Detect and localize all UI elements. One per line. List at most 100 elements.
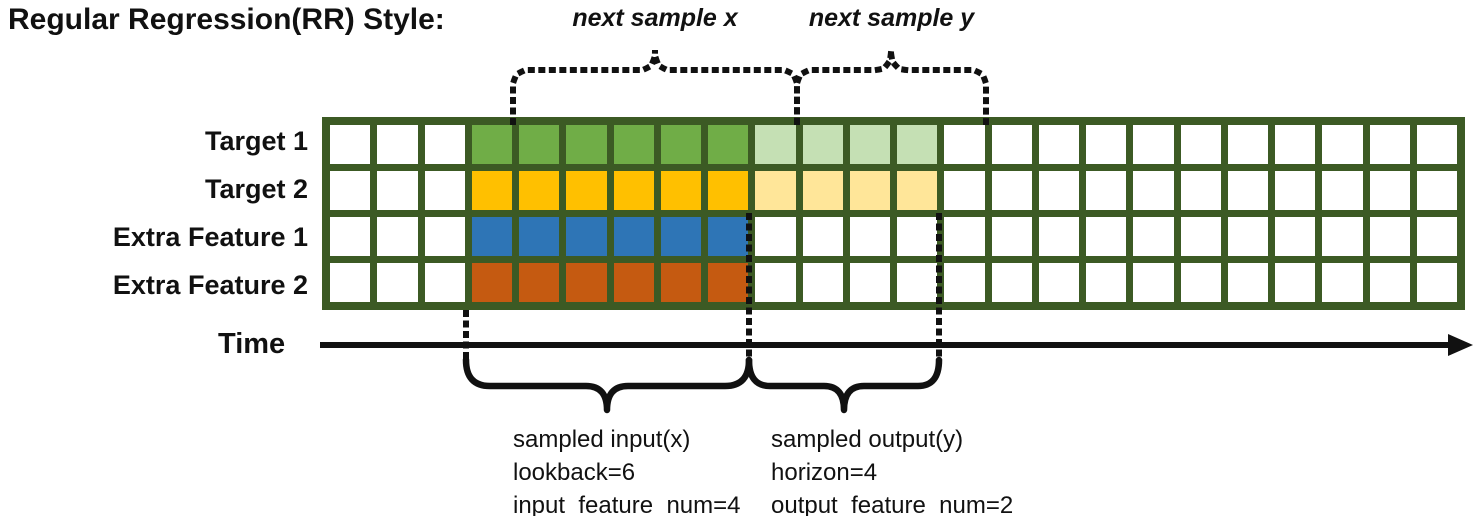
grid-cell bbox=[377, 217, 418, 256]
grid-cell bbox=[519, 217, 560, 256]
grid-cell bbox=[330, 263, 371, 302]
sampled-output-title: sampled output(y) bbox=[771, 426, 964, 453]
grid-cell bbox=[1227, 263, 1268, 302]
grid-cell bbox=[1416, 263, 1457, 302]
lookback-value: lookback=6 bbox=[513, 459, 636, 486]
grid-cell bbox=[1322, 263, 1363, 302]
next-sample-y-label: next sample y bbox=[808, 4, 975, 32]
grid-cell bbox=[566, 217, 607, 256]
grid-cell bbox=[1180, 217, 1221, 256]
grid-cell bbox=[755, 171, 796, 210]
grid-cell bbox=[802, 125, 843, 164]
grid-cell bbox=[424, 263, 465, 302]
sampled-input-brace bbox=[462, 356, 753, 414]
row-label-extra-feature-1: Extra Feature 1 bbox=[112, 222, 308, 253]
grid-cell bbox=[897, 217, 938, 256]
output-feature-num: output_feature_num=2 bbox=[771, 492, 1014, 516]
grid-cell bbox=[519, 263, 560, 302]
horizon-value: horizon=4 bbox=[771, 459, 878, 486]
grid-cell bbox=[330, 125, 371, 164]
grid-cell bbox=[944, 263, 985, 302]
grid-cell bbox=[377, 263, 418, 302]
sampled-input-title: sampled input(x) bbox=[513, 426, 691, 453]
grid-cell bbox=[1180, 263, 1221, 302]
grid-cell bbox=[1369, 125, 1410, 164]
grid-cell bbox=[1322, 217, 1363, 256]
grid-cell bbox=[1416, 171, 1457, 210]
grid-cell bbox=[849, 125, 890, 164]
grid-cell bbox=[1416, 217, 1457, 256]
grid-cell bbox=[755, 125, 796, 164]
grid-cell bbox=[377, 171, 418, 210]
sampled-input-annotation: sampled input(x) lookback=6 input_featur… bbox=[513, 423, 741, 516]
row-label-extra-feature-2: Extra Feature 2 bbox=[112, 270, 308, 301]
grid-cell bbox=[1322, 125, 1363, 164]
row-label-target-2: Target 2 bbox=[204, 173, 308, 204]
grid-cell bbox=[471, 125, 512, 164]
next-sample-y-brace bbox=[794, 49, 989, 125]
grid-cell bbox=[1038, 125, 1079, 164]
grid-cell bbox=[1086, 217, 1127, 256]
grid-cell bbox=[566, 263, 607, 302]
grid-cell bbox=[1275, 217, 1316, 256]
grid-cell bbox=[519, 125, 560, 164]
sampled-output-annotation: sampled output(y) horizon=4 output_featu… bbox=[771, 423, 1013, 516]
grid-cell bbox=[897, 263, 938, 302]
next-sample-x-brace bbox=[510, 49, 800, 125]
grid-cell bbox=[660, 171, 701, 210]
grid-cell bbox=[471, 217, 512, 256]
page-title: Regular Regression(RR) Style: bbox=[8, 3, 445, 36]
grid-cell bbox=[377, 125, 418, 164]
grid-cell bbox=[944, 217, 985, 256]
grid-cell bbox=[471, 171, 512, 210]
grid-cell bbox=[1227, 171, 1268, 210]
grid-cell bbox=[991, 217, 1032, 256]
grid-cell bbox=[991, 125, 1032, 164]
grid-cell bbox=[755, 263, 796, 302]
grid-cell bbox=[613, 125, 654, 164]
grid-cell bbox=[1133, 125, 1174, 164]
grid-cell bbox=[897, 125, 938, 164]
grid-cell bbox=[708, 263, 749, 302]
grid-cell bbox=[1227, 125, 1268, 164]
sample-grid bbox=[322, 117, 1465, 310]
grid-cell bbox=[1180, 171, 1221, 210]
next-sample-x-label: next sample x bbox=[572, 4, 738, 32]
grid-cell bbox=[424, 171, 465, 210]
grid-cell bbox=[991, 263, 1032, 302]
grid-cell bbox=[802, 263, 843, 302]
grid-cell bbox=[1086, 263, 1127, 302]
grid-cell bbox=[1133, 171, 1174, 210]
time-axis-label: Time bbox=[218, 328, 286, 360]
grid-cell bbox=[613, 171, 654, 210]
grid-cell bbox=[471, 263, 512, 302]
grid-cell bbox=[1369, 263, 1410, 302]
grid-cell bbox=[849, 263, 890, 302]
grid-cell bbox=[1086, 125, 1127, 164]
grid-cell bbox=[849, 217, 890, 256]
grid-cell bbox=[944, 171, 985, 210]
grid-cell bbox=[802, 171, 843, 210]
grid-cell bbox=[755, 217, 796, 256]
grid-cell bbox=[424, 217, 465, 256]
grid-cell bbox=[897, 171, 938, 210]
grid-cell bbox=[330, 217, 371, 256]
grid-cell bbox=[708, 171, 749, 210]
grid-cell bbox=[1180, 125, 1221, 164]
row-label-target-1: Target 1 bbox=[204, 125, 308, 156]
grid-cell bbox=[330, 171, 371, 210]
grid-cell bbox=[708, 125, 749, 164]
grid-cell bbox=[1038, 263, 1079, 302]
time-axis-arrowhead bbox=[1448, 334, 1473, 356]
row-labels: Target 1 Target 2 Extra Feature 1 Extra … bbox=[0, 117, 308, 310]
grid-cell bbox=[613, 263, 654, 302]
grid-cell bbox=[1133, 217, 1174, 256]
grid-cell bbox=[1227, 217, 1268, 256]
grid-cell bbox=[1369, 217, 1410, 256]
grid-cell bbox=[566, 171, 607, 210]
grid-cell bbox=[1322, 171, 1363, 210]
grid-cell bbox=[1086, 171, 1127, 210]
input-feature-num: input_feature_num=4 bbox=[513, 492, 741, 516]
grid-cell bbox=[660, 263, 701, 302]
